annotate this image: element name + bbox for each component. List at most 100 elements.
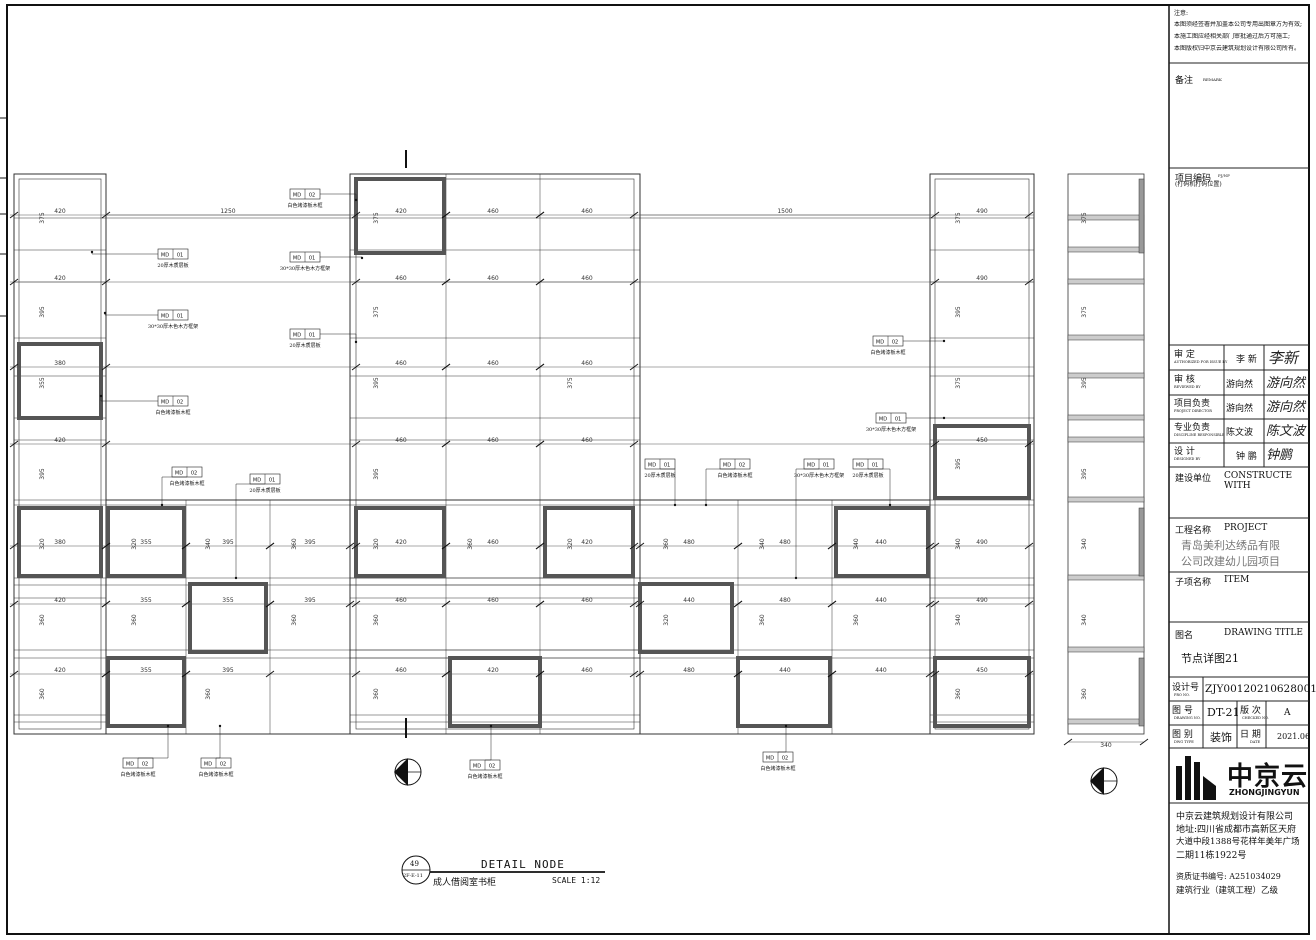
notes-label: 注意: — [1174, 10, 1189, 17]
company-logo-text: 中京云 — [1227, 762, 1309, 792]
dimension-label: 420 — [54, 667, 66, 674]
drawing-title-label: 图名 — [1175, 631, 1194, 641]
detail-title-block — [401, 855, 605, 885]
callout-text: 20厚木质层板 — [852, 472, 883, 479]
callout-leader — [138, 726, 169, 759]
dimension-tick — [629, 542, 639, 550]
dimension-label: 320 — [663, 614, 670, 626]
dimension-label: 460 — [395, 437, 407, 444]
signoff-role-2: 审 核 — [1174, 375, 1195, 385]
callout-leader — [660, 468, 676, 505]
callout-text: 30*30厚木色木方框架 — [148, 323, 198, 330]
dimension-label: 420 — [487, 667, 499, 674]
side-section-shelf — [1067, 574, 1145, 581]
dimension-label: 355 — [222, 597, 234, 604]
notes-line-1: 本图须经签署并加盖本公司专用出图章方为有效; — [1174, 21, 1303, 28]
dimension-label: 460 — [581, 437, 593, 444]
dimension-label: 460 — [487, 437, 499, 444]
dimension-tick — [1024, 600, 1034, 608]
dimension-label: 420 — [54, 208, 66, 215]
callout-code: MD — [473, 764, 481, 770]
dimension-label: 450 — [976, 437, 988, 444]
dimension-tick — [351, 363, 361, 371]
dimension-label: 420 — [395, 539, 407, 546]
callout-code: MD — [161, 400, 169, 406]
callout-code: MD — [293, 256, 301, 262]
dimension-lines — [9, 211, 1149, 746]
callout-code: MD — [876, 340, 884, 346]
dimension-label: 355 — [140, 667, 152, 674]
callout-leader-dot — [103, 311, 107, 315]
dimension-label: 340 — [205, 538, 212, 550]
date-label-en: DATE — [1250, 740, 1261, 744]
callout-leader — [320, 333, 357, 342]
callout-leader-dot — [354, 198, 358, 202]
callout-leader-dot — [888, 503, 892, 507]
dimension-label: 375 — [373, 306, 380, 318]
callout-text: 20厚木质层板 — [289, 342, 320, 349]
dimension-tick — [351, 542, 361, 550]
callout-text: 20厚木质层板 — [644, 472, 675, 479]
side-section-outline — [1067, 173, 1145, 735]
dimension-label: 395 — [222, 667, 234, 674]
callout-leader-dot — [99, 394, 103, 398]
dimension-label: 355 — [39, 377, 46, 389]
dimension-label: 375 — [567, 377, 574, 389]
dimension-tick — [101, 542, 111, 550]
dimension-label: 375 — [373, 212, 380, 224]
dimension-tick — [9, 542, 19, 550]
detail-title: DETAIL NODE — [481, 858, 565, 871]
side-section-shelf — [1067, 334, 1145, 341]
callout-text: 白色烤漆板木框 — [717, 472, 752, 479]
cabinet-door-panel — [354, 177, 446, 255]
dimension-tick — [265, 670, 275, 678]
dimension-tick — [635, 542, 645, 550]
dimension-tick — [1024, 278, 1034, 286]
project-name-line-1: 青岛美利达绣品有限 — [1181, 539, 1280, 552]
dimension-tick — [101, 363, 111, 371]
dimension-tick — [441, 278, 451, 286]
dimension-label: 460 — [487, 275, 499, 282]
cabinet-door-panel — [106, 506, 186, 578]
dimension-label: 360 — [291, 538, 298, 550]
signoff-role-en-2: REVIEWED BY — [1174, 385, 1201, 389]
dimension-label: 340 — [759, 538, 766, 550]
dimension-tick — [827, 542, 837, 550]
side-section-shelf — [1067, 414, 1145, 421]
callout-leader-dot — [673, 503, 677, 507]
callout-number: 01 — [309, 333, 315, 339]
signoff-name-3: 游向然 — [1226, 404, 1254, 414]
dimension-tick — [265, 600, 275, 608]
callout-number: 01 — [177, 314, 183, 320]
side-section-shelf — [1067, 718, 1145, 725]
client-label-en: CONSTRUCTE WITH — [1224, 471, 1293, 491]
dimension-label: 395 — [373, 377, 380, 389]
drawing-no-label-en: DRAWING NO. — [1174, 716, 1201, 720]
drawing-title-value: 节点详图21 — [1181, 652, 1239, 665]
callout-text: 30*30厚木色木方框架 — [280, 265, 330, 272]
dimension-label: 460 — [395, 667, 407, 674]
dimension-label: 340 — [1081, 538, 1088, 550]
callout-leader-dot — [360, 256, 364, 260]
dimension-tick — [9, 363, 19, 371]
callout-leader — [100, 396, 158, 402]
dimension-tick — [930, 542, 940, 550]
callout-code: MD — [175, 471, 183, 477]
cabinet-door-panel — [736, 656, 832, 728]
dimension-label: 460 — [581, 208, 593, 215]
callout-code: MD — [879, 417, 887, 423]
side-section-door — [1138, 657, 1145, 727]
callout-code: MD — [253, 478, 261, 484]
dimension-label: 320 — [373, 538, 380, 550]
project-code-hint: (打码机打码位置) — [1175, 181, 1222, 188]
dimension-tick — [930, 440, 940, 448]
dimension-label: 375 — [1081, 212, 1088, 224]
signoff-role-3: 项目负责 — [1174, 399, 1211, 409]
section-marker-letter-right: A — [1101, 776, 1104, 781]
dimension-label: 395 — [373, 468, 380, 480]
dimension-tick — [535, 440, 545, 448]
